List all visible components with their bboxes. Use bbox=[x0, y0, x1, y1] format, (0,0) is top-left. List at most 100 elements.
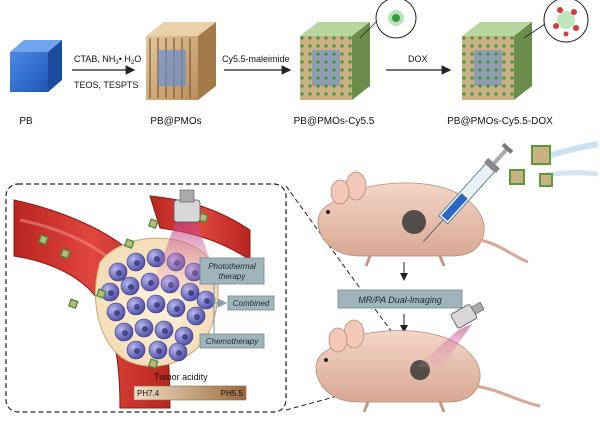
green-dot bbox=[486, 44, 490, 48]
green-dot bbox=[300, 52, 304, 56]
green-dot bbox=[308, 68, 312, 72]
green-dot bbox=[340, 44, 344, 48]
green-dot bbox=[324, 52, 328, 56]
green-dot bbox=[300, 44, 304, 48]
green-dot bbox=[332, 44, 336, 48]
green-dot bbox=[462, 92, 466, 96]
svg-text:Combined: Combined bbox=[233, 299, 270, 308]
green-dot bbox=[494, 52, 498, 56]
green-dot bbox=[316, 76, 320, 80]
green-dot bbox=[324, 36, 328, 40]
green-dot bbox=[324, 76, 328, 80]
cy55-particle bbox=[300, 22, 370, 100]
green-dot bbox=[502, 92, 506, 96]
green-dot bbox=[494, 44, 498, 48]
green-dot bbox=[510, 52, 514, 56]
green-dot bbox=[470, 36, 474, 40]
green-dot bbox=[494, 68, 498, 72]
svg-text:Chemotherapy: Chemotherapy bbox=[206, 337, 259, 346]
green-dot bbox=[494, 36, 498, 40]
green-dot bbox=[510, 76, 514, 80]
green-dot bbox=[300, 68, 304, 72]
nanoparticle bbox=[67, 298, 79, 310]
green-dot bbox=[502, 84, 506, 88]
green-dot bbox=[324, 92, 328, 96]
green-dot bbox=[486, 68, 490, 72]
nanoparticle bbox=[147, 358, 159, 370]
green-dot bbox=[502, 76, 506, 80]
tumor-acidity-label: Tumor acidity bbox=[154, 372, 208, 382]
green-dot bbox=[316, 44, 320, 48]
green-dot bbox=[300, 60, 304, 64]
green-dot bbox=[300, 36, 304, 40]
green-dot bbox=[308, 76, 312, 80]
green-dot bbox=[316, 68, 320, 72]
step3-label: DOX bbox=[408, 54, 428, 64]
step1-reagents-label: CTAB, NH3• H2O bbox=[74, 54, 141, 66]
green-dot bbox=[462, 36, 466, 40]
green-dot bbox=[316, 52, 320, 56]
green-dot bbox=[494, 76, 498, 80]
green-dot bbox=[332, 52, 336, 56]
green-dot bbox=[340, 76, 344, 80]
green-dot bbox=[308, 84, 312, 88]
green-dot bbox=[486, 36, 490, 40]
green-dot bbox=[462, 44, 466, 48]
combined-box: Combined bbox=[227, 295, 275, 311]
green-dot bbox=[486, 84, 490, 88]
nanoparticle bbox=[147, 218, 159, 230]
green-dot bbox=[340, 84, 344, 88]
green-dot bbox=[340, 68, 344, 72]
green-dot bbox=[324, 44, 328, 48]
green-dot bbox=[308, 60, 312, 64]
cy55-label: PB@PMOs-Cy5.5 bbox=[294, 116, 375, 127]
green-dot bbox=[348, 60, 352, 64]
pbpmos-label: PB@PMOs bbox=[150, 116, 201, 127]
green-dot bbox=[470, 76, 474, 80]
green-dot bbox=[486, 92, 490, 96]
chemotherapy-box: Chemotherapy bbox=[199, 333, 265, 349]
syringe bbox=[422, 142, 514, 243]
ph-high-label: PH5.5 bbox=[221, 389, 244, 398]
green-dot bbox=[478, 36, 482, 40]
dox-particle bbox=[462, 22, 532, 100]
green-dot bbox=[332, 68, 336, 72]
green-dot bbox=[510, 44, 514, 48]
green-dot bbox=[332, 92, 336, 96]
green-dot bbox=[300, 76, 304, 80]
green-dot bbox=[502, 68, 506, 72]
green-dot bbox=[348, 36, 352, 40]
green-dot bbox=[462, 76, 466, 80]
green-dot bbox=[478, 44, 482, 48]
green-dot bbox=[470, 68, 474, 72]
green-dot bbox=[308, 92, 312, 96]
green-dot bbox=[478, 60, 482, 64]
green-dot bbox=[462, 68, 466, 72]
green-dot bbox=[462, 52, 466, 56]
green-dot bbox=[300, 84, 304, 88]
green-dot bbox=[332, 76, 336, 80]
dox-zoom-bubble bbox=[523, 0, 589, 43]
green-dot bbox=[494, 84, 498, 88]
green-dot bbox=[340, 92, 344, 96]
step2-label: Cy5.5-maleimide bbox=[222, 54, 290, 64]
green-dot bbox=[470, 92, 474, 96]
green-dot bbox=[478, 76, 482, 80]
green-dot bbox=[510, 68, 514, 72]
laser-probe bbox=[418, 301, 485, 370]
injected-particles bbox=[509, 141, 599, 187]
green-dot bbox=[510, 36, 514, 40]
cy55-zoom-bubble bbox=[359, 0, 417, 39]
green-dot bbox=[348, 84, 352, 88]
svg-text:Photothermal: Photothermal bbox=[208, 262, 256, 271]
green-dot bbox=[348, 52, 352, 56]
green-dot bbox=[348, 68, 352, 72]
green-dot bbox=[462, 84, 466, 88]
green-dot bbox=[332, 36, 336, 40]
green-dot bbox=[300, 92, 304, 96]
green-dot bbox=[324, 68, 328, 72]
green-dot bbox=[324, 60, 328, 64]
green-dot bbox=[348, 92, 352, 96]
pbpmos-particle bbox=[146, 22, 216, 100]
green-dot bbox=[332, 84, 336, 88]
